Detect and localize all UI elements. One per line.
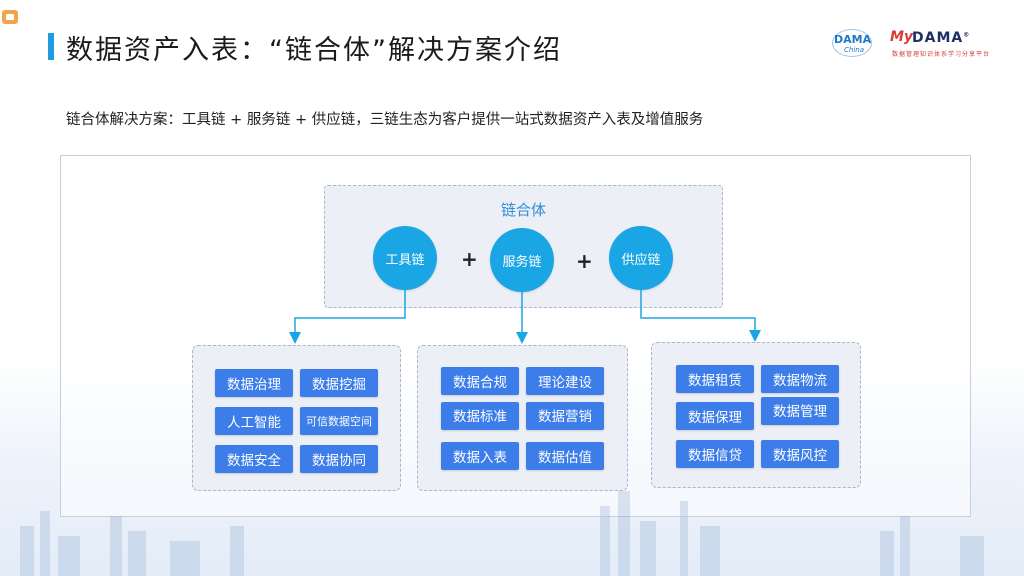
mydama-logo-dama: DAMA®: [912, 30, 971, 46]
solution-summary: 链合体解决方案：工具链 + 服务链 + 供应链，三链生态为客户提供一站式数据资产…: [66, 112, 704, 128]
capability-chip: 数据协同: [300, 445, 378, 473]
capability-chip: 数据安全: [215, 445, 293, 473]
capability-chip: 数据估值: [526, 442, 604, 470]
capability-chip: 数据标准: [441, 402, 519, 430]
dama-logo-text: DAMA: [834, 33, 872, 46]
dama-china-logo: DAMA China: [832, 29, 874, 59]
capability-chip: 数据合规: [441, 367, 519, 395]
capability-chip: 数据物流: [761, 365, 839, 393]
supply-chain-node: 供应链: [609, 226, 673, 290]
connector-tool: [289, 290, 406, 344]
mydama-logo-my: My: [890, 29, 914, 45]
comment-icon[interactable]: [2, 10, 18, 24]
title-accent-bar: [48, 33, 54, 60]
capability-chip: 数据租赁: [676, 365, 754, 393]
capability-chip: 数据信贷: [676, 440, 754, 468]
mydama-logo-tagline: 数据管理知识体系学习分享平台: [892, 51, 991, 58]
capability-chip: 数据挖掘: [300, 369, 378, 397]
mydama-logo: My DAMA® 数据管理知识体系学习分享平台: [890, 29, 989, 59]
chain-union-label: 链合体: [500, 201, 546, 219]
tool-chain-node: 工具链: [373, 226, 437, 290]
capability-chip: 数据管理: [761, 397, 839, 425]
plus-sign: +: [461, 247, 478, 271]
capability-chip: 数据治理: [215, 369, 293, 397]
capability-chip: 理论建设: [526, 367, 604, 395]
dama-logo-sub: China: [844, 46, 864, 54]
capability-chip: 数据营销: [526, 402, 604, 430]
capability-chip: 可信数据空间: [300, 407, 378, 435]
capability-chip: 数据保理: [676, 402, 754, 430]
capability-chip: 数据风控: [761, 440, 839, 468]
plus-sign: +: [576, 249, 593, 273]
city-skyline-decoration: [20, 491, 984, 576]
connector-supply: [640, 290, 761, 342]
capability-chip: 数据入表: [441, 442, 519, 470]
capability-chip: 人工智能: [215, 407, 293, 435]
logo-ring: [832, 29, 872, 57]
page-title: 数据资产入表：“链合体”解决方案介绍: [66, 35, 562, 66]
service-chain-node: 服务链: [490, 228, 554, 292]
